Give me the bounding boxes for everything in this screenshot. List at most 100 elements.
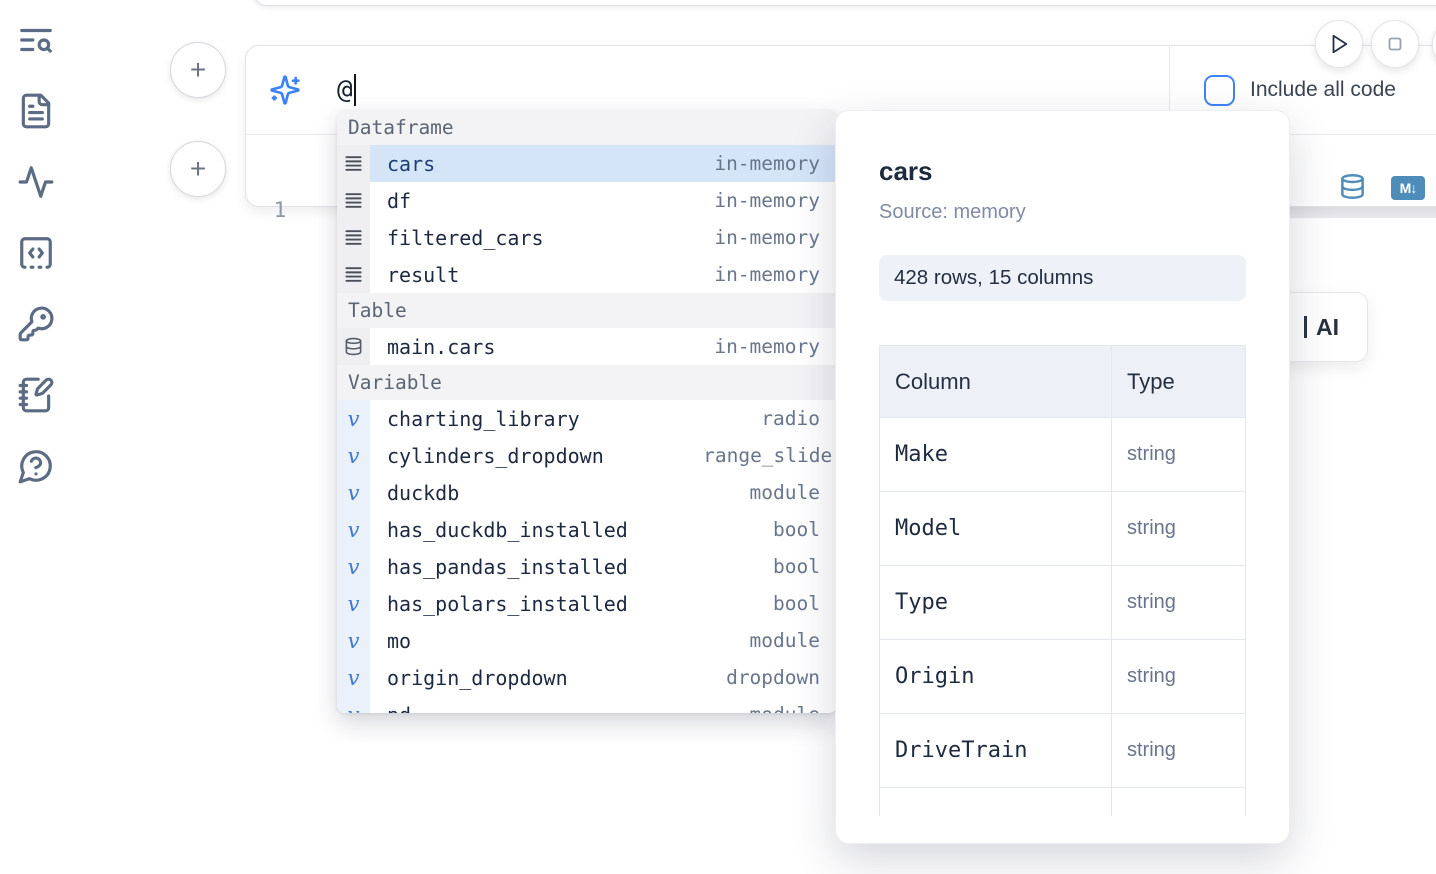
markdown-icon: M↓ bbox=[1399, 180, 1418, 196]
variable-icon: v bbox=[337, 585, 370, 622]
completion-name: mo bbox=[387, 628, 412, 653]
schema-column-name: DriveTrain bbox=[879, 713, 1112, 788]
completion-name: cylinders_dropdown bbox=[387, 443, 604, 468]
include-all-code-checkbox[interactable] bbox=[1204, 74, 1235, 106]
completion-type: module bbox=[750, 703, 820, 713]
variable-icon: v bbox=[337, 400, 370, 437]
schema-column-name: Make bbox=[879, 417, 1112, 492]
panel-source: Source: memory bbox=[879, 201, 1026, 223]
dataframe-icon bbox=[337, 145, 370, 182]
completion-name: has_pandas_installed bbox=[387, 554, 628, 579]
variable-icon: v bbox=[348, 703, 360, 714]
dataframe-icon bbox=[337, 256, 370, 293]
previous-cell-edge bbox=[253, 0, 1436, 6]
shape-badge: 428 rows, 15 columns bbox=[879, 255, 1246, 301]
activity-icon[interactable] bbox=[17, 163, 55, 201]
run-cell-button[interactable] bbox=[1315, 20, 1363, 68]
autocomplete-item-mo[interactable]: v mo module bbox=[337, 622, 837, 659]
variable-icon: v bbox=[347, 665, 360, 690]
autocomplete-section-dataframe: Dataframe bbox=[337, 110, 837, 145]
include-all-code-option: Include all code bbox=[1204, 46, 1396, 134]
completion-name: df bbox=[387, 188, 412, 213]
variable-icon: v bbox=[337, 622, 370, 659]
file-text-icon[interactable] bbox=[17, 92, 55, 130]
completion-type: radio bbox=[761, 407, 820, 430]
ai-prompt-row[interactable]: @ Include all code bbox=[246, 46, 1436, 134]
sparkles-icon bbox=[270, 75, 300, 105]
schema-column-type: string bbox=[1111, 565, 1246, 640]
variable-icon: v bbox=[337, 548, 370, 585]
add-cell-above-button[interactable]: + bbox=[170, 42, 226, 98]
completion-type: in-memory bbox=[714, 335, 820, 358]
autocomplete-section-table: Table bbox=[337, 293, 837, 328]
completion-type: bool bbox=[773, 518, 820, 541]
clipped-letter bbox=[1304, 316, 1307, 338]
dataframe-icon bbox=[337, 219, 370, 256]
completion-type: module bbox=[749, 481, 820, 504]
variable-icon: v bbox=[337, 511, 370, 548]
variable-icon: v bbox=[337, 659, 370, 696]
completion-type: in-memory bbox=[714, 152, 820, 175]
completion-name: duckdb bbox=[387, 480, 460, 505]
autocomplete-item-cars[interactable]: cars in-memory bbox=[337, 145, 837, 182]
completion-type: module bbox=[749, 629, 820, 652]
convert-to-sql-button[interactable] bbox=[1338, 173, 1366, 203]
variable-icon: v bbox=[347, 591, 360, 616]
dataframe-preview-panel: cars Source: memory 428 rows, 15 columns… bbox=[835, 110, 1290, 844]
variable-icon: v bbox=[337, 696, 370, 713]
completion-name: cars bbox=[387, 151, 436, 176]
table-icon bbox=[337, 328, 370, 365]
variable-icon: v bbox=[337, 437, 370, 474]
ai-button-label: AI bbox=[1316, 313, 1339, 340]
convert-to-markdown-button[interactable]: M↓ bbox=[1391, 176, 1425, 200]
variable-icon: v bbox=[347, 480, 360, 505]
completion-name: charting_library bbox=[387, 406, 580, 431]
variable-icon: v bbox=[347, 406, 360, 431]
scratchpad-icon[interactable] bbox=[17, 376, 55, 414]
snippets-icon[interactable] bbox=[17, 234, 55, 272]
ai-prompt-input[interactable]: @ bbox=[337, 74, 356, 106]
autocomplete-item-duckdb[interactable]: v duckdb module bbox=[337, 474, 837, 511]
autocomplete-item-has_pandas_installed[interactable]: v has_pandas_installed bool bbox=[337, 548, 837, 585]
completion-type: dropdown bbox=[726, 666, 820, 689]
schema-column-type: string bbox=[1111, 713, 1246, 788]
key-icon[interactable] bbox=[17, 305, 55, 343]
completion-type: bool bbox=[773, 592, 820, 615]
variable-icon: v bbox=[347, 554, 360, 579]
variable-icon: v bbox=[347, 628, 360, 653]
autocomplete-item-charting_library[interactable]: v charting_library radio bbox=[337, 400, 837, 437]
add-cell-below-button[interactable]: + bbox=[170, 141, 226, 197]
ai-prompt-value: @ bbox=[337, 75, 353, 105]
schema-column-type: string bbox=[1111, 491, 1246, 566]
schema-column-name: Type bbox=[879, 565, 1112, 640]
autocomplete-item-origin_dropdown[interactable]: v origin_dropdown dropdown bbox=[337, 659, 837, 696]
completion-name: result bbox=[387, 262, 460, 287]
help-icon[interactable] bbox=[17, 447, 55, 485]
completion-name: origin_dropdown bbox=[387, 665, 568, 690]
variable-icon: v bbox=[347, 443, 360, 468]
completion-type: bool bbox=[773, 555, 820, 578]
stop-button[interactable] bbox=[1371, 20, 1419, 68]
text-search-icon[interactable] bbox=[17, 21, 55, 59]
schema-column-type: string bbox=[1111, 417, 1246, 492]
schema-column-name: Model bbox=[879, 491, 1112, 566]
schema-header-column: Column bbox=[879, 345, 1112, 418]
autocomplete-item-pd[interactable]: vpdmodule bbox=[337, 696, 837, 713]
sidebar bbox=[0, 0, 72, 874]
divider bbox=[1169, 46, 1170, 134]
variable-icon: v bbox=[337, 474, 370, 511]
